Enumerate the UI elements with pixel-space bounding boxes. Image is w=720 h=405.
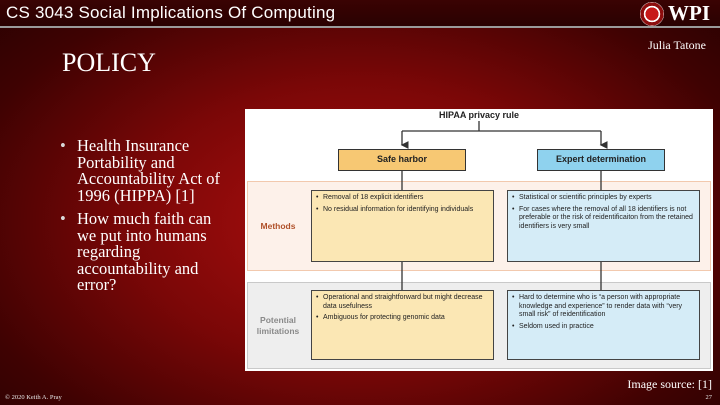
course-title: CS 3043 Social Implications Of Computing <box>6 3 336 22</box>
bullet-list: Health Insurance Portability and Account… <box>58 137 233 301</box>
safe-harbor-limitations-box: Operational and straightforward but migh… <box>311 290 494 360</box>
image-source-caption: Image source: [1] <box>627 377 712 391</box>
list-item: Statistical or scientific principles by … <box>512 194 695 203</box>
wpi-seal-icon <box>640 2 664 26</box>
top-bar: CS 3043 Social Implications Of Computing… <box>0 0 720 28</box>
list-item: No residual information for identifying … <box>316 206 489 215</box>
methods-label: Methods <box>260 221 296 231</box>
page-number: 27 <box>705 394 713 401</box>
safe-harbor-methods-box: Removal of 18 explicit identifiers No re… <box>311 190 494 262</box>
diagram-title: HIPAA privacy rule <box>438 110 520 120</box>
list-item: Operational and straightforward but migh… <box>316 294 489 311</box>
copyright-footer: © 2020 Keith A. Pray <box>5 394 62 401</box>
wpi-logo: WPI <box>640 1 716 26</box>
bullet-item: Health Insurance Portability and Account… <box>58 137 233 204</box>
author-name: Julia Tatone <box>648 38 706 52</box>
bullet-item: How much faith can we put into humans re… <box>58 210 233 294</box>
expert-methods-box: Statistical or scientific principles by … <box>507 190 700 262</box>
safe-harbor-header: Safe harbor <box>338 149 466 171</box>
list-item: Seldom used in practice <box>512 323 695 332</box>
expert-determination-header: Expert determination <box>537 149 665 171</box>
list-item: Hard to determine who is “a person with … <box>512 294 695 320</box>
expert-limitations-box: Hard to determine who is “a person with … <box>507 290 700 360</box>
wpi-logo-text: WPI <box>668 1 710 25</box>
slide-title: POLICY <box>62 48 156 77</box>
list-item: Ambiguous for protecting genomic data <box>316 314 489 323</box>
limitations-label: Potential limitations <box>256 315 300 336</box>
hipaa-diagram: HIPAA privacy rule Safe harbor Expert de… <box>245 109 713 371</box>
connector-lines <box>400 121 608 290</box>
list-item: For cases where the removal of all 18 id… <box>512 206 695 232</box>
list-item: Removal of 18 explicit identifiers <box>316 194 489 203</box>
